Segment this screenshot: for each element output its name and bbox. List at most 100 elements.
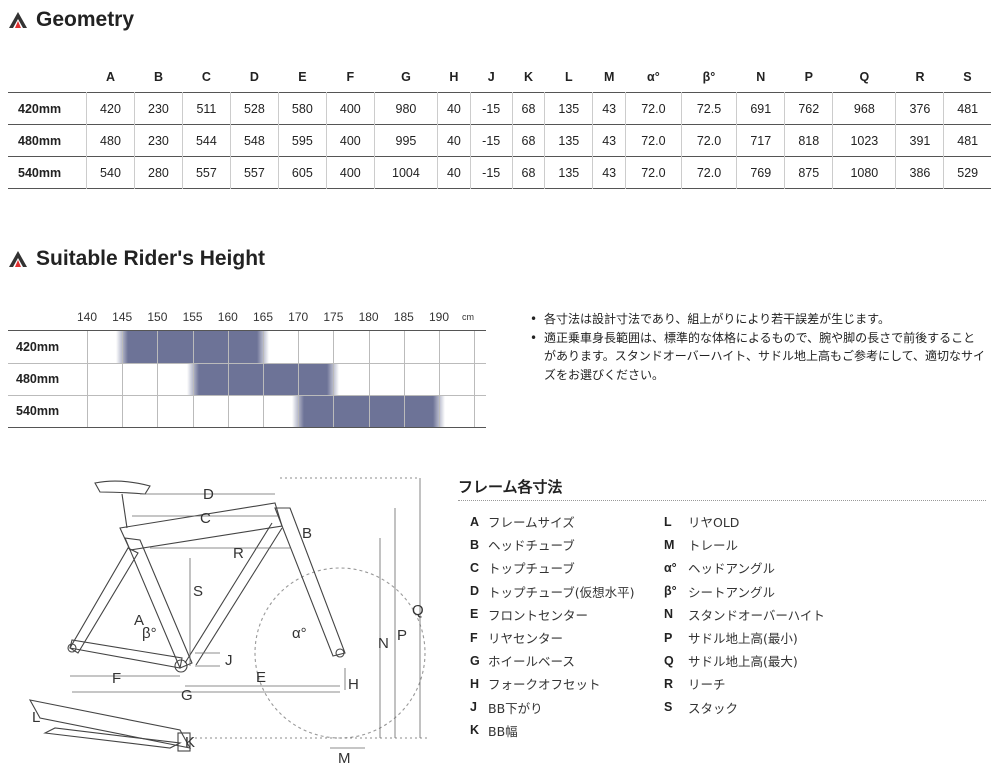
legend-item: Q サドル地上高(最大) bbox=[664, 649, 825, 672]
table-cell: 40 bbox=[437, 124, 471, 157]
label-C: C bbox=[200, 510, 211, 527]
table-cell: 43 bbox=[592, 124, 626, 157]
legend-value: シートアングル bbox=[688, 584, 776, 600]
legend-item: α° ヘッドアングル bbox=[664, 556, 825, 579]
table-cell: 135 bbox=[544, 92, 593, 125]
table-cell: 230 bbox=[133, 92, 183, 125]
table-cell: 544 bbox=[181, 124, 231, 157]
table-cell: -15 bbox=[469, 124, 513, 157]
table-cell: 72.0 bbox=[625, 92, 682, 125]
legend-value: フレームサイズ bbox=[488, 515, 575, 531]
legend-key: B bbox=[470, 537, 480, 552]
height-scale-label: 155 bbox=[182, 310, 203, 324]
row-size-label: 480mm bbox=[18, 133, 62, 148]
legend-key: Q bbox=[664, 653, 674, 668]
grid-line bbox=[227, 395, 229, 427]
legend-key: E bbox=[470, 607, 479, 622]
grid-line bbox=[263, 395, 264, 427]
table-cell: 481 bbox=[943, 92, 991, 125]
label-N: N bbox=[378, 635, 389, 652]
legend-item: β°シートアングル bbox=[664, 580, 825, 603]
column-header: K bbox=[523, 70, 534, 84]
legend-value: リヤセンター bbox=[488, 631, 564, 647]
table-cell: 72.0 bbox=[680, 156, 737, 189]
grid-line bbox=[87, 395, 88, 427]
row-size-label: 420mm bbox=[18, 101, 62, 116]
column-header: M bbox=[603, 70, 615, 84]
grid-line bbox=[157, 331, 159, 363]
column-header: L bbox=[565, 70, 573, 84]
table-cell: 818 bbox=[784, 124, 833, 157]
grid-line bbox=[122, 363, 124, 395]
table-cell: 400 bbox=[325, 156, 375, 189]
grid-line bbox=[87, 331, 88, 363]
table-cell: 1080 bbox=[832, 156, 896, 189]
table-cell: 376 bbox=[895, 92, 944, 125]
table-cell: 875 bbox=[784, 156, 833, 189]
table-cell: 135 bbox=[544, 156, 593, 189]
notes: •各寸法は設計寸法であり、組上がりにより若干誤差が生じます。•適正乗車身長範囲は… bbox=[530, 310, 985, 384]
row-divider bbox=[8, 363, 486, 364]
legend-key: α° bbox=[664, 560, 677, 575]
height-scale-label: 175 bbox=[323, 310, 344, 324]
table-cell: 762 bbox=[784, 92, 833, 125]
grid-line bbox=[122, 395, 124, 427]
table-cell: 40 bbox=[437, 92, 471, 125]
legend-value: サドル地上高(最小) bbox=[688, 631, 798, 647]
legend-value: スタンドオーバーハイト bbox=[688, 607, 825, 623]
note-item: •各寸法は設計寸法であり、組上がりにより若干誤差が生じます。 bbox=[530, 310, 985, 329]
label-K: K bbox=[185, 734, 195, 751]
grid-line bbox=[333, 395, 335, 427]
table-cell: 595 bbox=[277, 124, 327, 157]
legend-value: ヘッドアングル bbox=[688, 561, 776, 577]
column-header: C bbox=[201, 70, 211, 84]
column-header: H bbox=[449, 70, 459, 84]
grid-line bbox=[368, 331, 370, 363]
table-cell: 511 bbox=[181, 92, 231, 125]
table-cell: 68 bbox=[511, 156, 545, 189]
height-row-label: 420mm bbox=[16, 340, 60, 354]
frame-title: フレーム各寸法 bbox=[458, 478, 563, 496]
legend-value: リーチ bbox=[688, 677, 726, 693]
table-cell: 557 bbox=[229, 156, 279, 189]
brand-logo-icon bbox=[9, 12, 27, 28]
grid-line bbox=[227, 331, 229, 363]
height-unit: cm bbox=[462, 312, 474, 322]
legend-value: サドル地上高(最大) bbox=[688, 654, 798, 670]
legend-value: トップチューブ bbox=[488, 561, 575, 577]
height-row-label: 540mm bbox=[16, 404, 60, 418]
height-title: Suitable Rider's Height bbox=[36, 247, 266, 270]
table-cell: 548 bbox=[229, 124, 279, 157]
column-header: D bbox=[249, 70, 259, 84]
height-scale-label: 145 bbox=[112, 310, 133, 324]
table-cell: 280 bbox=[133, 156, 183, 189]
legend-value: トレール bbox=[688, 538, 739, 554]
legend-value: フォークオフセット bbox=[488, 677, 601, 693]
brand-logo-icon bbox=[9, 251, 27, 267]
table-cell: 391 bbox=[895, 124, 944, 157]
height-scale-label: 190 bbox=[428, 310, 450, 324]
label-M: M bbox=[338, 750, 351, 767]
legend-key: D bbox=[470, 584, 480, 599]
legend-key: J bbox=[470, 700, 477, 715]
grid-line bbox=[263, 331, 264, 363]
height-scale-label: 170 bbox=[288, 310, 309, 324]
grid-line bbox=[263, 363, 264, 395]
table-cell: 717 bbox=[736, 124, 785, 157]
height-row-label: 480mm bbox=[16, 372, 60, 386]
column-header: R bbox=[915, 70, 925, 84]
grid-line bbox=[122, 331, 124, 363]
label-alpha: α° bbox=[292, 625, 307, 642]
grid-line bbox=[439, 395, 440, 427]
grid-line bbox=[474, 363, 476, 395]
